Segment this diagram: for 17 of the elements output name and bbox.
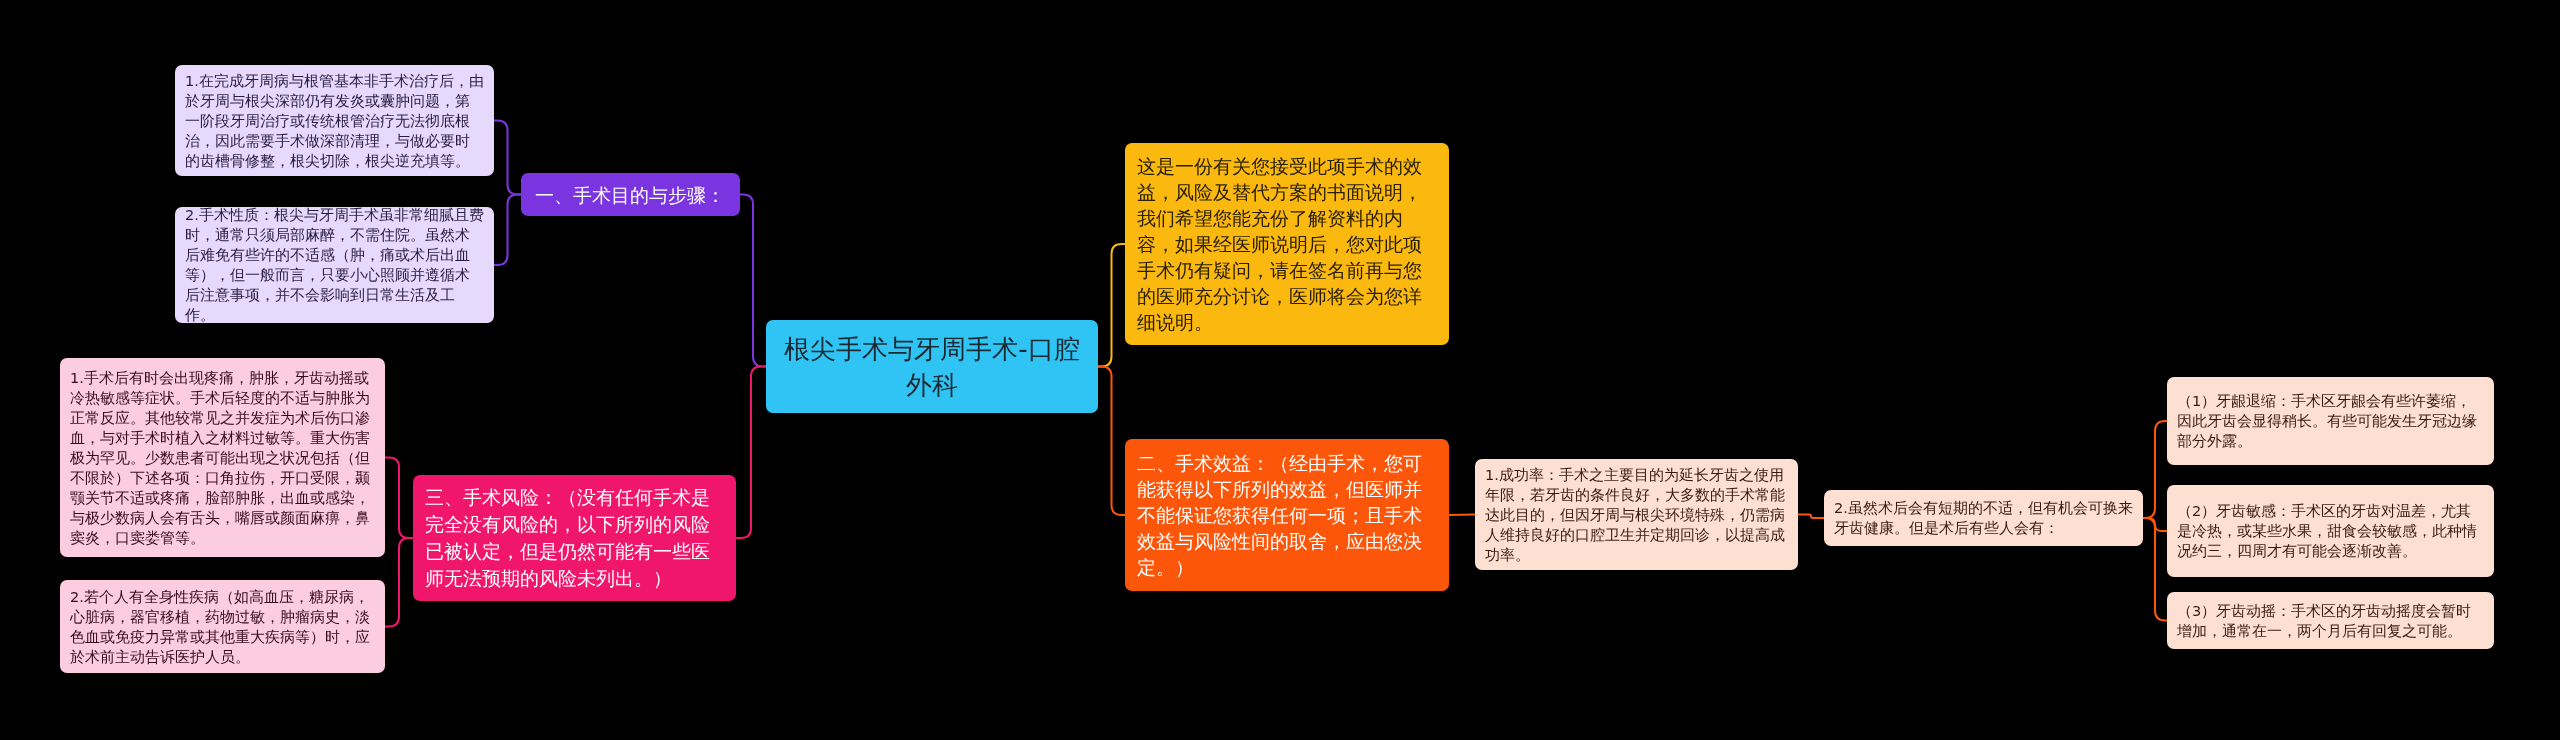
connector-line <box>1448 513 1476 516</box>
note-box: 2.手术性质：根尖与牙周手术虽非常细腻且费时，通常只须局部麻醉，不需住院。虽然术后难免有些许的不适感（肿，痛或术后出血等），但一般而言，只要小心照顾并遵循术后注意事项，并不会影响到日常生活及工作。 <box>175 207 494 323</box>
note-box: 1.成功率：手术之主要目的为延长牙齿之使用年限，若牙齿的条件良好，大多数的手术常能达此目的，但因牙周与根尖环境特殊，仍需病人维持良好的口腔卫生并定期回诊，以提高成功率。 <box>1475 459 1798 570</box>
topic-box: 一、手术目的与步骤： <box>521 173 740 216</box>
note-box: （1）牙龈退缩：手术区牙龈会有些许萎缩，因此牙齿会显得稍长。有些可能发生牙冠边缘部分外露。 <box>2167 377 2494 465</box>
note-box: 2.虽然术后会有短期的不适，但有机会可换来牙齿健康。但是术后有些人会有： <box>1824 490 2143 546</box>
topic-box: 三、手术风险：（没有任何手术是完全没有风险的，以下所列的风险已被认定，但是仍然可能有一些医师无法预期的风险未列出。） <box>413 475 736 601</box>
note-box: 1.手术后有时会出现疼痛，肿胀，牙齿动摇或冷热敏感等症状。手术后轻度的不适与肿胀为正常反应。其他较常见之并发症为术后伤口渗血，与对手术时植入之材料过敏等。重大伤害极为罕见。少数患者可能出现之状况包括（但不限於）下述各项：口角拉伤，开口受限，颞颚关节不适或疼痛，脸部肿胀，出血或感染，与极少数病人会有舌头，嘴唇或颜面麻痹，鼻窦炎，口窦娄管等。 <box>60 358 385 557</box>
topic-box: 这是一份有关您接受此项手术的效益，风险及替代方案的书面说明，我们希望您能充份了解资料的内容，如果经医师说明后，您对此项手术仍有疑问，请在签名前再与您的医师充分讨论，医师将会为您详细说明。 <box>1125 143 1449 345</box>
root-topic-box: 根尖手术与牙周手术-口腔外科 <box>766 320 1098 413</box>
note-box: 1.在完成牙周病与根管基本非手术治疗后，由於牙周与根尖深部仍有发炎或囊肿问题，第一阶段牙周治疗或传统根管治疗无法彻底根治，因此需要手术做深部清理，与做必要时的齿槽骨修整，根尖切除，根尖逆充填等。 <box>175 65 494 176</box>
connector-line <box>2142 517 2168 622</box>
note-box: 2.若个人有全身性疾病（如高血压，糖尿病，心脏病，器官移植，药物过敏，肿瘤病史，淡色血或免疫力异常或其他重大疾病等）时，应於术前主动告诉医护人员。 <box>60 580 385 673</box>
topic-box: 二、手术效益：（经由手术，您可能获得以下所列的效益，但医师并不能保证您获得任何一项；且手术效益与风险性间的取舍，应由您决定。） <box>1125 439 1449 591</box>
note-box: （2）牙齿敏感：手术区的牙齿对温差，尤其是冷热，或某些水果，甜食会较敏感，此种情况约三，四周才有可能会逐渐改善。 <box>2167 485 2494 577</box>
note-box: （3）牙齿动摇：手术区的牙齿动摇度会暂时增加，通常在一，两个月后有回复之可能。 <box>2167 592 2494 649</box>
connector-line <box>1797 513 1825 519</box>
